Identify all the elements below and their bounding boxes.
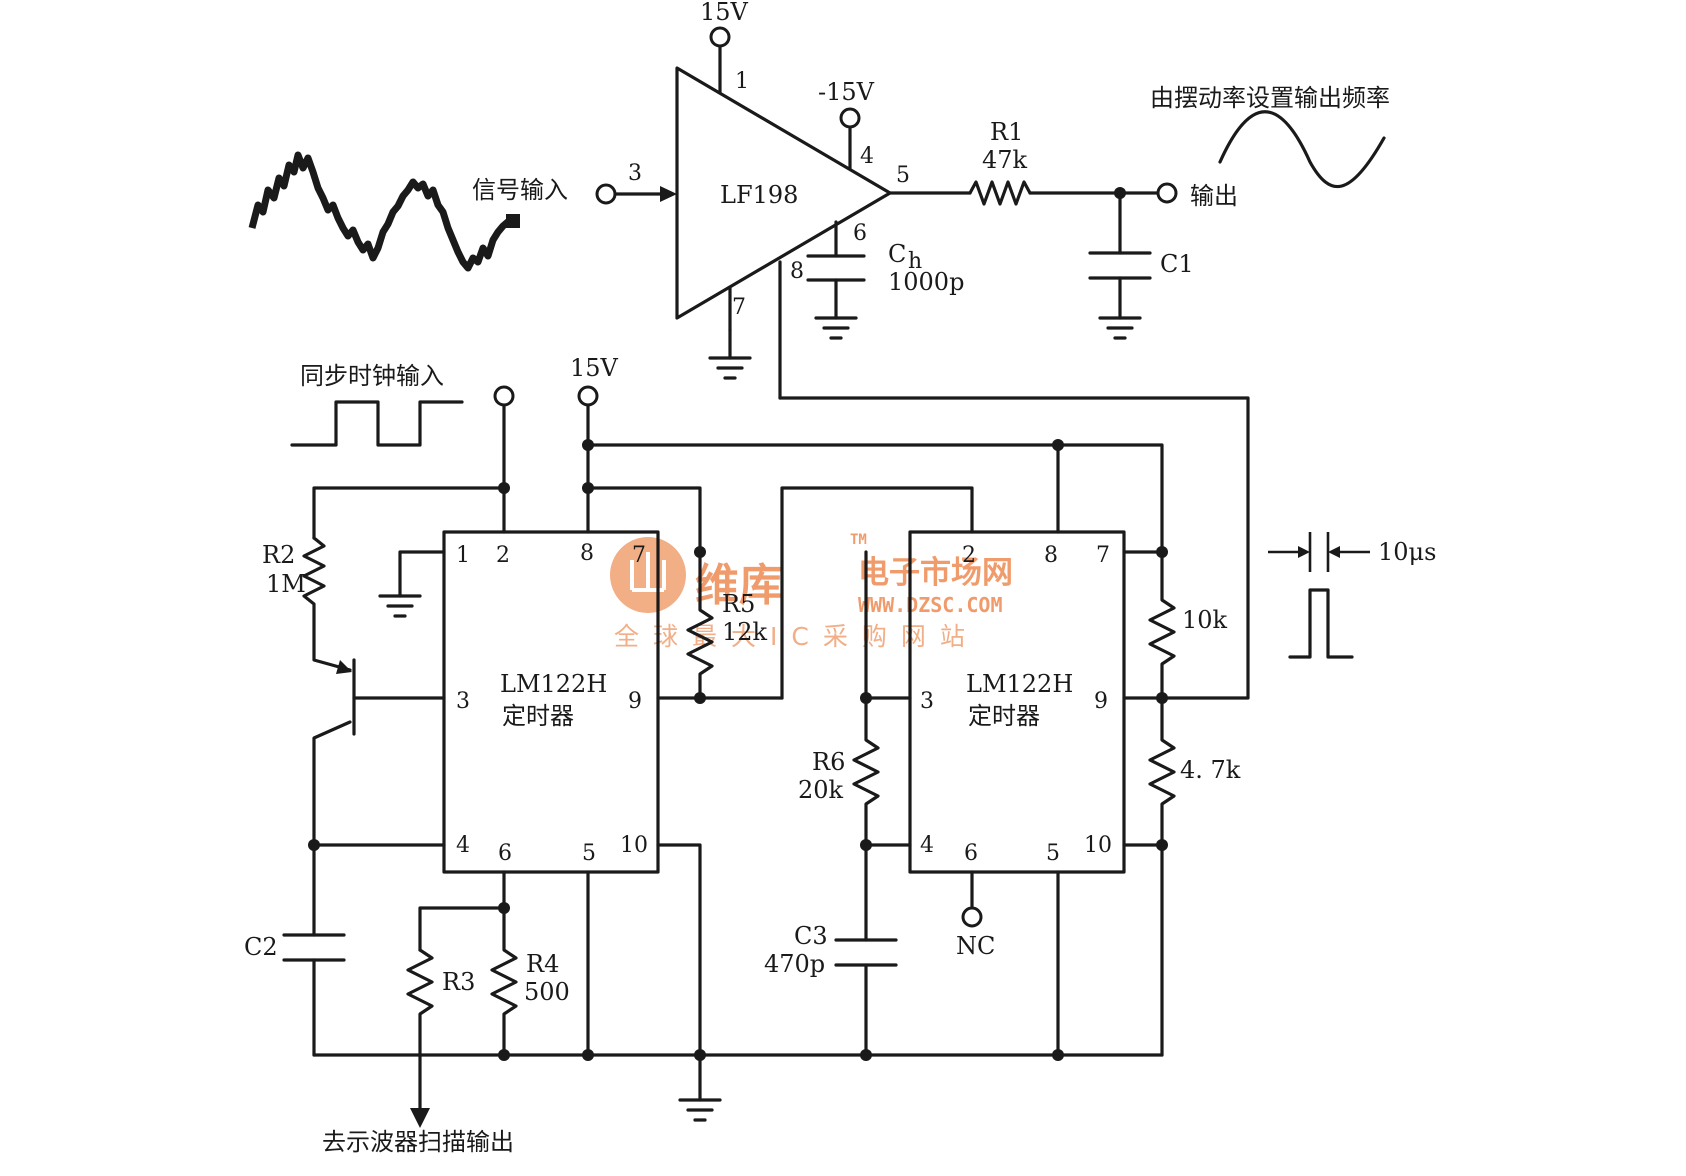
- tr-pin3: 3: [920, 689, 934, 714]
- r3-name: R3: [442, 968, 475, 996]
- lf198-pin6: 6: [853, 221, 867, 246]
- output-network: 输出 R1 47k C1 由摆动率设置输出频率: [888, 84, 1390, 340]
- r5-name: R5: [722, 590, 755, 618]
- r6-value: 20k: [798, 776, 844, 804]
- output-note: 由摆动率设置输出频率: [1150, 84, 1390, 112]
- signal-input-label: 信号输入: [472, 176, 568, 204]
- r4-value: 500: [524, 978, 570, 1006]
- tl-pin6: 6: [498, 841, 512, 866]
- tr-pin6: 6: [964, 841, 978, 866]
- capacitor-ch: C h 1000p: [806, 240, 964, 340]
- watermark-site: 电子市场网: [858, 555, 1013, 591]
- tr-pin7: 7: [1096, 543, 1110, 568]
- sync-clock-terminal: [493, 385, 515, 407]
- nc-terminal: NC: [956, 870, 995, 960]
- sync-clock-label: 同步时钟输入: [300, 362, 444, 390]
- r2-name: R2: [262, 541, 295, 569]
- wire-sample-control: [778, 396, 1250, 700]
- r4-name: R4: [526, 950, 559, 978]
- lf198-label: LF198: [720, 181, 798, 209]
- watermark-brand: 维库: [695, 560, 783, 611]
- c2-name: C2: [244, 933, 278, 961]
- lf198-pin5: 5: [896, 163, 910, 188]
- lf198-pin4: 4: [860, 144, 874, 169]
- nc-label: NC: [956, 932, 995, 960]
- input-noisy-waveform: [248, 151, 513, 272]
- scope-output-label: 去示波器扫描输出: [322, 1128, 514, 1156]
- tr-pin4: 4: [920, 833, 934, 858]
- ch-value: 1000p: [888, 268, 964, 296]
- watermark-slogan: 全球最大IC采购网站: [614, 622, 979, 651]
- tr-pin2: 2: [962, 543, 976, 568]
- lf198-amplifier: LF198 15V 1 -15V 4 3 信号输入 5 6 7 8: [472, 0, 910, 400]
- output-sine-wave: [1218, 110, 1386, 189]
- tl-pin5: 5: [582, 841, 596, 866]
- timer-left-line1: LM122H: [500, 670, 607, 698]
- r2-transistor: R2 1M: [262, 486, 506, 851]
- supply-15v-timer-label: 15V: [570, 354, 619, 382]
- lf198-pin8: 8: [790, 259, 804, 284]
- tl-pin7: 7: [632, 543, 646, 568]
- r6-c3: R6 20k C3 470p: [764, 550, 912, 1057]
- pulse-diagram: 10μs: [1268, 532, 1436, 659]
- tl-pin2: 2: [496, 543, 510, 568]
- watermark-url: WWW.DZSC.COM: [858, 593, 1003, 617]
- tr-pin10: 10: [1084, 833, 1112, 858]
- ground-timer-left: [378, 550, 446, 618]
- tr-pin5: 5: [1046, 841, 1060, 866]
- r10k-value: 10k: [1182, 606, 1228, 634]
- timer-right-line2: 定时器: [968, 702, 1040, 730]
- signal-input-terminal: [595, 183, 617, 205]
- r5-value: 12k: [722, 618, 768, 646]
- lf198-pin1: 1: [735, 69, 749, 94]
- timer-right: LM122H 定时器 2 8 7 3 9 4 6 5 10: [908, 530, 1126, 874]
- pulse-width-label: 10μs: [1378, 538, 1436, 566]
- supply-15v-terminal: [709, 26, 731, 48]
- tl-pin4: 4: [456, 833, 470, 858]
- tr-pin9: 9: [1094, 689, 1108, 714]
- r2-value: 1M: [266, 570, 306, 598]
- divider-10k-4k7: 10k 4. 7k: [1122, 546, 1241, 1057]
- lf198-pin7: 7: [732, 295, 746, 320]
- ch-name: C: [888, 240, 906, 268]
- tr-pin8: 8: [1044, 543, 1058, 568]
- watermark-tm: TM: [850, 532, 867, 548]
- timer-right-line1: LM122H: [966, 670, 1073, 698]
- ground-lf198: [708, 328, 752, 380]
- capacitor-c2: C2: [244, 843, 346, 1057]
- r6-name: R6: [812, 748, 845, 776]
- tl-pin8: 8: [580, 541, 594, 566]
- r1-name: R1: [990, 118, 1023, 146]
- resistors-r3-r4: R3 R4 500 去示波器扫描输出: [322, 870, 570, 1156]
- supply-and-clock: 同步时钟输入 15V: [290, 354, 1164, 554]
- lf198-supply-neg: -15V: [818, 78, 875, 106]
- r1-value: 47k: [982, 146, 1028, 174]
- supply-15v-timer-terminal: [577, 385, 599, 407]
- c3-name: C3: [794, 922, 828, 950]
- ch-sub: h: [908, 249, 922, 274]
- tl-pin10: 10: [620, 833, 648, 858]
- lf198-pin3: 3: [628, 161, 642, 186]
- clock-waveform: [290, 400, 464, 447]
- output-label: 输出: [1190, 182, 1238, 210]
- tl-pin9: 9: [628, 689, 642, 714]
- watermark: 维库 TM 电子市场网 WWW.DZSC.COM 全球最大IC采购网站: [610, 532, 1013, 651]
- lf198-supply-pos: 15V: [700, 0, 749, 26]
- r4k7-value: 4. 7k: [1180, 756, 1241, 784]
- output-terminal: [1156, 182, 1178, 204]
- timer-left-line2: 定时器: [502, 702, 574, 730]
- resistor-r5: R5 12k: [656, 486, 974, 704]
- supply-neg15v-terminal: [839, 107, 861, 129]
- ground-bus: [312, 1049, 1164, 1122]
- tl-pin3: 3: [456, 689, 470, 714]
- timer-left: LM122H 定时器 1 2 8 7 3 9 4 6 5 10: [442, 530, 660, 874]
- c1-name: C1: [1160, 250, 1194, 278]
- tl-pin1: 1: [456, 543, 470, 568]
- c3-value: 470p: [764, 950, 825, 978]
